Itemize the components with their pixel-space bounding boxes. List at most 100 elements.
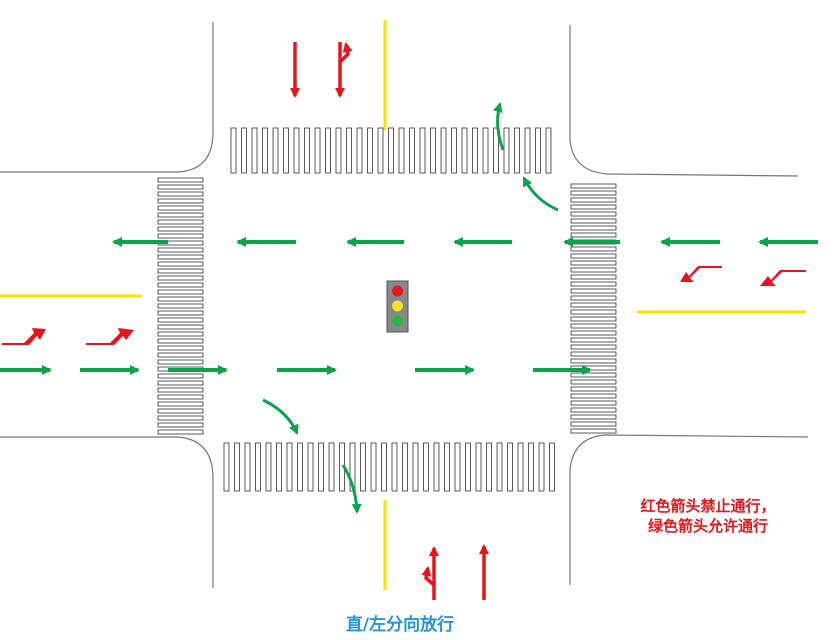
crosswalk-stripe — [538, 442, 545, 492]
crosswalk-stripe — [157, 408, 204, 414]
crosswalk-stripe — [272, 127, 279, 174]
crosswalk-stripe — [570, 330, 617, 336]
crosswalk-stripe — [157, 380, 204, 386]
crosswalk-stripe — [157, 226, 204, 232]
crosswalk-stripe — [570, 372, 617, 378]
crosswalk-stripe — [255, 442, 261, 492]
crosswalk-stripe — [223, 442, 230, 492]
crosswalk-stripe — [157, 352, 204, 358]
crosswalk-stripe — [328, 442, 335, 492]
green-turn-arrow — [522, 176, 559, 212]
crosswalk-stripe — [454, 442, 461, 492]
crosswalk-stripe — [570, 274, 617, 280]
crosswalk-stripe — [381, 442, 387, 492]
crosswalk-stripe — [402, 442, 408, 492]
crosswalk-stripe — [157, 429, 204, 435]
crosswalk-stripe — [157, 303, 204, 309]
crosswalk-stripe — [570, 379, 617, 385]
west-red-arrows — [2, 328, 134, 345]
crosswalk-stripe — [157, 177, 204, 183]
crosswalk-stripe — [423, 442, 429, 492]
crosswalk-stripe — [524, 127, 531, 174]
red-arrow-left-turn — [760, 270, 806, 286]
crosswalk-stripe — [157, 261, 204, 267]
crosswalk-stripe — [335, 127, 342, 174]
crosswalk-stripe — [570, 288, 617, 294]
crosswalk-stripe — [157, 359, 204, 365]
crosswalk-stripe — [482, 127, 489, 174]
crosswalk-stripe — [430, 127, 436, 174]
crosswalk-stripe — [157, 401, 204, 407]
crosswalk-stripe — [346, 127, 352, 174]
crosswalk-stripe — [570, 204, 617, 210]
crosswalk-stripe — [545, 127, 552, 174]
crosswalk-stripe — [475, 442, 482, 492]
crosswalk-stripe — [398, 127, 405, 174]
crosswalk-stripe — [570, 232, 617, 238]
green-lamp — [392, 315, 403, 327]
crosswalk-stripe — [157, 268, 204, 274]
crosswalk-stripe — [433, 442, 440, 492]
crosswalk-stripe — [451, 127, 457, 174]
crosswalk-stripe — [570, 253, 617, 259]
crosswalk-stripe — [388, 127, 394, 174]
crosswalk-stripe — [570, 218, 617, 224]
crosswalk-stripe — [570, 337, 617, 343]
crosswalk-stripe — [157, 282, 204, 288]
crosswalk-north — [230, 127, 552, 174]
crosswalk-stripe — [157, 212, 204, 218]
crosswalk-stripe — [444, 442, 450, 492]
red-arrow-left-turn — [86, 328, 134, 345]
crosswalk-stripe — [157, 415, 204, 421]
crosswalk-stripe — [157, 184, 204, 190]
crosswalk-stripe — [391, 442, 398, 492]
crosswalk-stripe — [570, 400, 617, 406]
crosswalk-stripe — [409, 127, 415, 174]
crosswalk-stripe — [503, 127, 510, 174]
crosswalk-stripe — [360, 442, 366, 492]
crosswalk-stripe — [318, 442, 324, 492]
crosswalk-stripe — [570, 211, 617, 217]
red-arrow-left-turn — [680, 266, 722, 282]
crosswalk-stripe — [570, 323, 617, 329]
crosswalk-stripe — [276, 442, 282, 492]
crosswalk-stripe — [570, 386, 617, 392]
crosswalk-stripe — [230, 127, 237, 174]
legend: 红色箭头禁止通行， 绿色箭头允许通行 — [608, 496, 808, 536]
crosswalk-stripe — [535, 127, 541, 174]
crosswalk-stripe — [262, 127, 268, 174]
crosswalk-south — [223, 442, 555, 492]
center-lines — [0, 20, 806, 590]
curb-bottom-left — [0, 436, 214, 588]
crosswalk-stripe — [377, 127, 384, 174]
crosswalk-stripe — [157, 275, 204, 281]
crosswalk-stripe — [570, 414, 617, 420]
traffic-signal-icon — [386, 280, 409, 333]
crosswalk-stripe — [293, 127, 300, 174]
crosswalk-stripe — [412, 442, 419, 492]
red-arrow-turn — [338, 42, 353, 64]
crosswalk-stripe — [570, 309, 617, 315]
crosswalk-stripe — [157, 387, 204, 393]
curb-top-left — [0, 22, 214, 173]
crosswalk-stripe — [325, 127, 331, 174]
crosswalk-stripe — [157, 289, 204, 295]
legend-red-meaning: 红色箭头禁止通行， — [640, 497, 776, 515]
red-arrow-left-turn — [2, 328, 46, 345]
crosswalk-stripe — [157, 345, 204, 351]
south-red-arrows — [421, 544, 489, 600]
crosswalk-stripe — [517, 442, 524, 492]
crosswalk-stripe — [570, 344, 617, 350]
crosswalk-stripe — [304, 127, 310, 174]
red-arrow-turn — [421, 566, 436, 587]
crosswalk-stripe — [514, 127, 520, 174]
crosswalk-stripe — [157, 191, 204, 197]
crosswalk-stripe — [157, 373, 204, 379]
crosswalk-stripe — [265, 442, 272, 492]
crosswalk-stripe — [570, 225, 617, 231]
crosswalk-stripe — [356, 127, 363, 174]
north-red-arrows — [290, 42, 353, 98]
crosswalk-stripe — [157, 317, 204, 323]
crosswalk-stripe — [528, 442, 534, 492]
crosswalk-stripe — [570, 246, 617, 252]
